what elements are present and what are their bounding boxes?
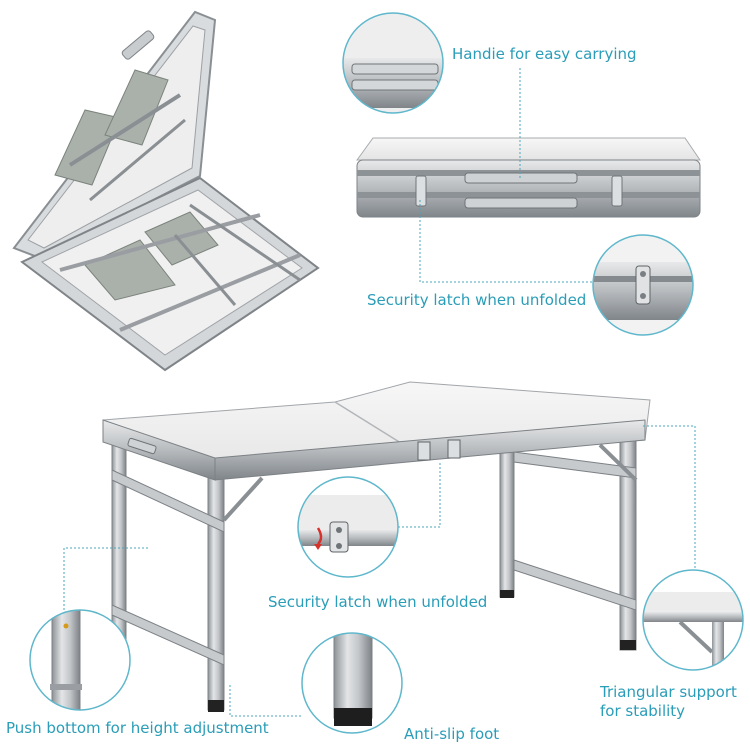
detail-circle-foot — [301, 632, 403, 734]
leader-lines-top — [419, 68, 595, 283]
callout-latch-top: Security latch when unfolded — [367, 291, 587, 309]
callout-triangular-support-line2: for stability — [600, 702, 686, 720]
unfolded-table — [102, 381, 651, 712]
detail-circle-height-adjust — [29, 609, 131, 711]
callout-handle: Handie for easy carrying — [452, 45, 637, 63]
detail-circle-latch-top — [592, 234, 694, 336]
callout-latch-mid: Security latch when unfolded — [268, 593, 488, 611]
callout-anti-slip-foot: Anti-slip foot — [404, 725, 500, 743]
callout-height-adjustment: Push bottom for height adjustment — [6, 719, 269, 737]
leader-lines-bottom — [63, 425, 696, 717]
detail-circle-latch-mid — [297, 476, 399, 578]
callout-triangular-support-line1: Triangular support — [600, 683, 737, 701]
folded-case-open — [12, 10, 320, 372]
detail-circle-triangular-support — [642, 569, 744, 671]
folded-case-closed — [356, 137, 701, 218]
detail-circle-handle — [342, 12, 444, 114]
